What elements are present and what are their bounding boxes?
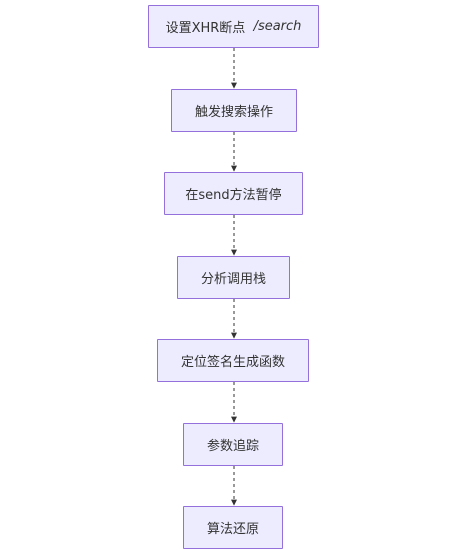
step-label: 触发搜索操作: [194, 105, 273, 120]
step-label: 定位签名生成函数: [180, 355, 285, 370]
step-restore-algorithm: 算法还原: [183, 506, 283, 549]
step-path: /search: [253, 19, 302, 34]
step-label: 设置XHR断点: [165, 21, 246, 36]
step-trigger-search: 触发搜索操作: [171, 89, 297, 132]
step-analyze-call-stack: 分析调用栈: [177, 256, 290, 299]
step-locate-sign-function: 定位签名生成函数: [157, 339, 309, 382]
step-pause-at-send: 在send方法暂停: [164, 172, 303, 215]
step-set-xhr-breakpoint: 设置XHR断点 /search: [148, 5, 319, 48]
step-label: 在send方法暂停: [185, 188, 282, 203]
step-trace-params: 参数追踪: [183, 423, 283, 466]
step-label: 算法还原: [206, 522, 259, 537]
step-label: 参数追踪: [206, 439, 259, 454]
step-label: 分析调用栈: [200, 272, 266, 287]
